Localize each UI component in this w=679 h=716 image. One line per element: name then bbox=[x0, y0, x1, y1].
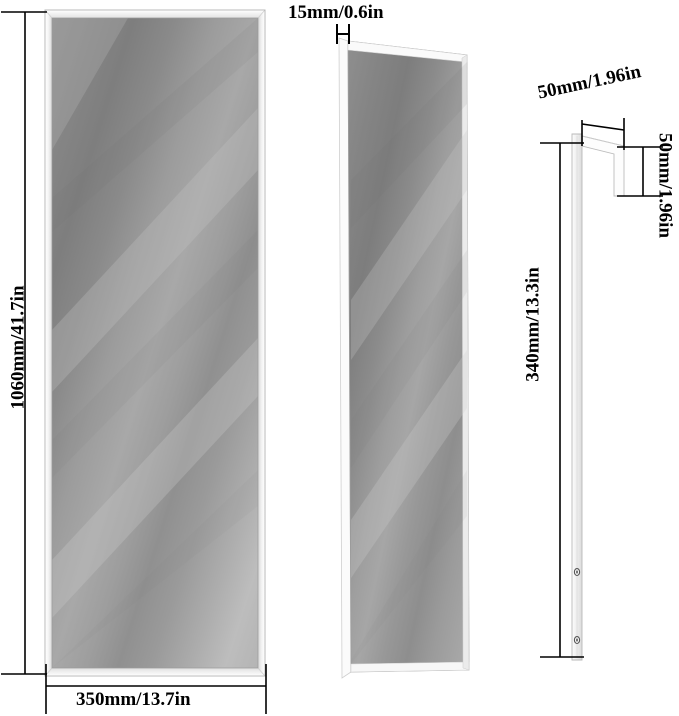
thickness-label: 15mm/0.6in bbox=[288, 2, 384, 23]
front-height-dimension bbox=[1, 11, 47, 675]
hook-drop-dimension bbox=[617, 146, 663, 197]
front-view-mirror bbox=[44, 9, 266, 677]
bracket-screw-hole bbox=[573, 636, 581, 644]
angled-view-mirror bbox=[338, 37, 470, 679]
front-width-label: 350mm/13.7in bbox=[76, 689, 191, 710]
bracket-screw-hole bbox=[573, 568, 581, 576]
mounting-bracket-detail bbox=[571, 133, 625, 661]
front-width-dimension bbox=[45, 664, 267, 714]
hook-drop-label: 50mm/1.96in bbox=[654, 132, 676, 239]
front-height-label: 1060mm/41.7in bbox=[7, 285, 29, 410]
bracket-height-label: 340mm/13.3in bbox=[522, 267, 544, 382]
bracket-height-dimension bbox=[540, 142, 584, 658]
hook-depth-dimension bbox=[581, 118, 625, 150]
thickness-dimension-marker bbox=[336, 24, 350, 44]
